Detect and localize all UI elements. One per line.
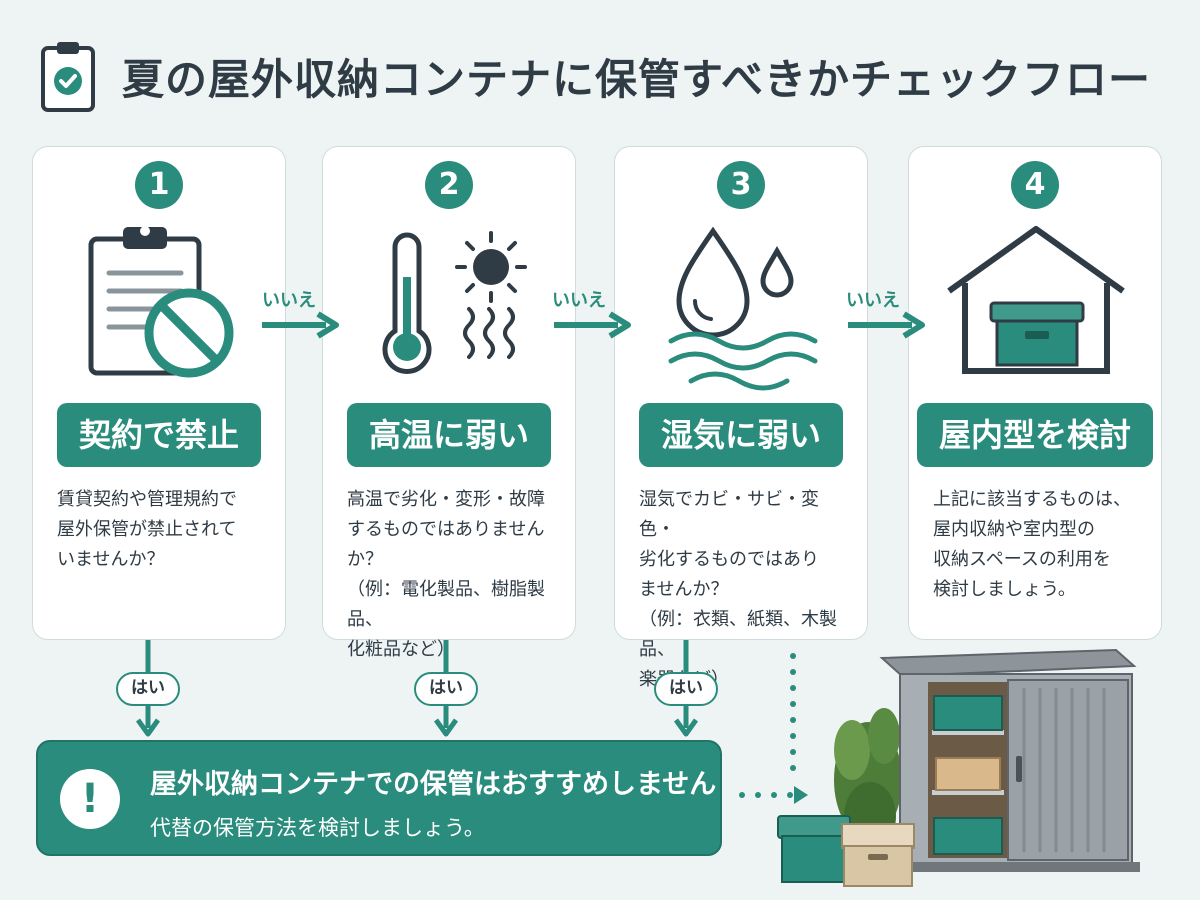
step-description: 湿気でカビ・サビ・変色・ 劣化するものではあり ませんか？ （例：衣類、紙類、木… [639,489,837,690]
step-description: 高温で劣化・変形・故障 するものではありませんか？ （例：電化製品、樹脂製品、 … [347,489,545,660]
step-number: 3 [717,161,765,209]
exclamation-icon: ! [60,769,120,829]
storage-shed-icon [777,648,1140,887]
page-title: 夏の屋外収納コンテナに保管すべきかチェックフロー [122,54,1152,104]
house-box-icon [947,226,1125,374]
no-connector-label-3: いいえ [846,290,900,311]
yes-connector-label-2: はい [414,672,478,706]
step-card-4: 4 屋内型を検討 上記に該当するものは、 屋内収納や室内型の 収納スペースの利用… [908,146,1162,640]
result-subtitle: 代替の保管方法を検討しましょう。 [150,816,485,840]
step-card-2: 2 高温に弱い 高温で劣化・変形・故障 するものではありませんか？ （例：電化製… [322,146,576,660]
step-number: 2 [425,161,473,209]
step-description: 賃貸契約や管理規約で 屋外保管が禁止されて いませんか？ [57,489,237,570]
result-title: 屋外収納コンテナでの保管はおすすめしません [150,769,717,800]
arrow-right-icon [262,311,339,339]
clipboard-prohibited-icon [88,226,234,378]
step-card-3: 3 湿気に弱い 湿気でカビ・サビ・変色・ 劣化するものではあり ませんか？ （例… [614,146,868,690]
clipboard-check-icon [41,42,95,112]
step-number: 4 [1011,161,1059,209]
thermometer-sun-icon [382,231,527,374]
no-connector-label-2: いいえ [552,290,606,311]
step-description: 上記に該当するものは、 屋内収納や室内型の 収納スペースの利用を 検討しましょう… [933,489,1131,600]
yes-connector-label-3: はい [654,672,718,706]
step-number: 1 [135,161,183,209]
water-drop-wave-icon [668,226,818,391]
step-card-1: 1 契約で禁止 賃貸契約や管理規約で 屋外保管が禁止されて いませんか？ [32,146,286,640]
step-label: 契約で禁止 [56,403,262,467]
no-connector-label-1: いいえ [262,290,316,311]
arrow-right-icon [554,311,631,339]
result-banner: ! 屋外収納コンテナでの保管はおすすめしません 代替の保管方法を検討しましょう。 [36,740,722,856]
page-header: 夏の屋外収納コンテナに保管すべきかチェックフロー [40,36,1151,116]
step-label: 高温に弱い [346,403,552,467]
step-label: 屋内型を検討 [916,403,1154,467]
arrow-right-icon [848,311,925,339]
yes-connector-label-1: はい [116,672,180,706]
step-label: 湿気に弱い [638,403,844,467]
